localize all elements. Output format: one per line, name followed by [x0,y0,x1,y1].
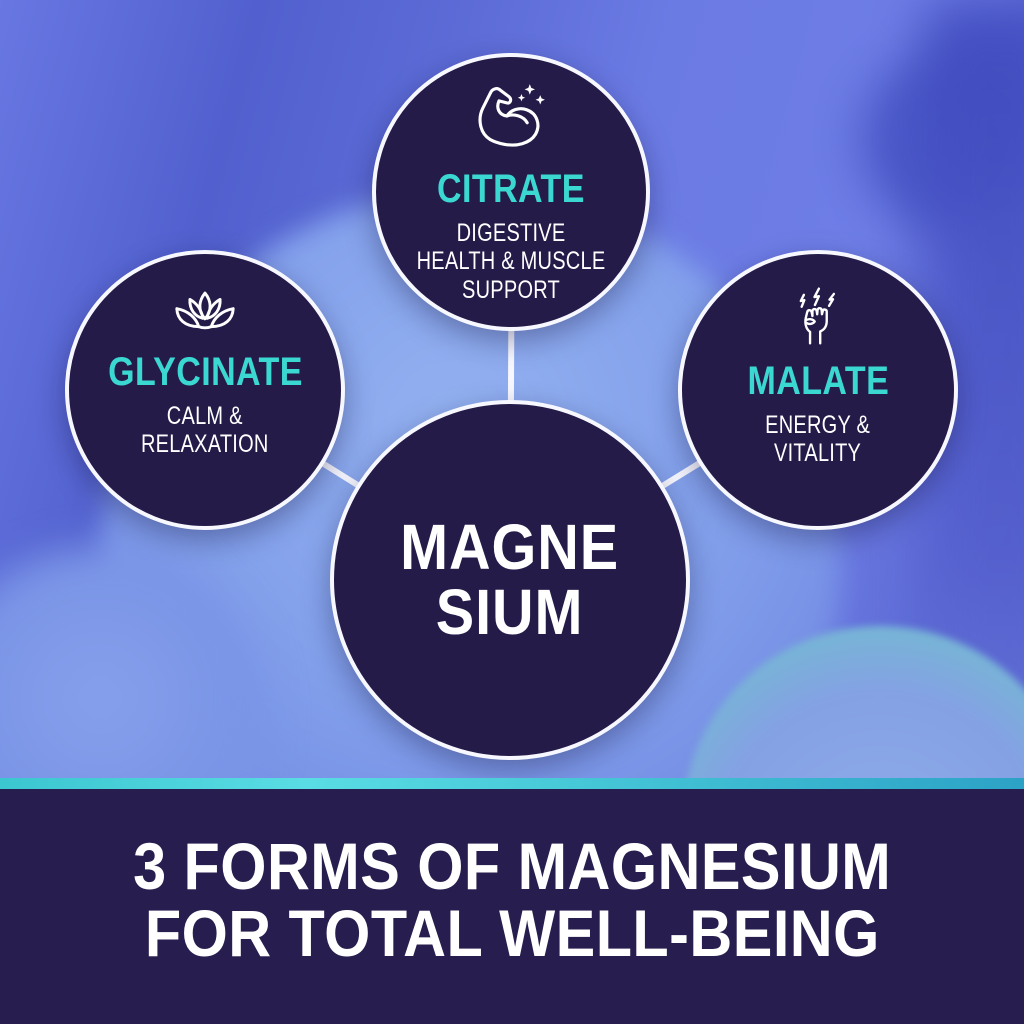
center-title-line: MAGNE [400,510,620,583]
node-magnesium-center: MAGNE SIUM [330,400,690,760]
headline-line-2: FOR TOTAL WELL-BEING [144,895,880,970]
description-line: ENERGY & [765,411,871,439]
lotus-icon [170,290,240,342]
node-citrate: CITRATE DIGESTIVE HEALTH & MUSCLE SUPPOR… [372,53,650,331]
description-line: VITALITY [774,439,862,468]
node-glycinate: GLYCINATE CALM & RELAXATION [65,250,345,530]
node-citrate-description: DIGESTIVE HEALTH & MUSCLE SUPPORT [417,219,606,304]
node-glycinate-title: GLYCINATE [107,350,303,394]
node-malate-description: ENERGY & VITALITY [766,411,871,468]
center-title-line: SIUM [436,576,584,648]
description-line: CALM & [167,402,243,430]
fist-lightning-icon [793,286,843,351]
headline-banner: 3 FORMS OF MAGNESIUM FOR TOTAL WELL-BEIN… [0,789,1024,1024]
description-line: DIGESTIVE [456,219,566,247]
description-line: SUPPORT [462,275,560,304]
node-malate: MALATE ENERGY & VITALITY [678,250,958,530]
headline-line-1: 3 FORMS OF MAGNESIUM [132,828,892,903]
bicep-sparkles-icon [469,81,553,157]
node-glycinate-description: CALM & RELAXATION [141,402,269,459]
teal-accent-strip [0,778,1024,789]
description-line: HEALTH & MUSCLE [416,247,606,276]
node-citrate-title: CITRATE [437,167,585,211]
node-malate-title: MALATE [747,359,889,403]
description-line: RELAXATION [141,430,269,459]
center-node-title: MAGNE SIUM [400,510,620,648]
